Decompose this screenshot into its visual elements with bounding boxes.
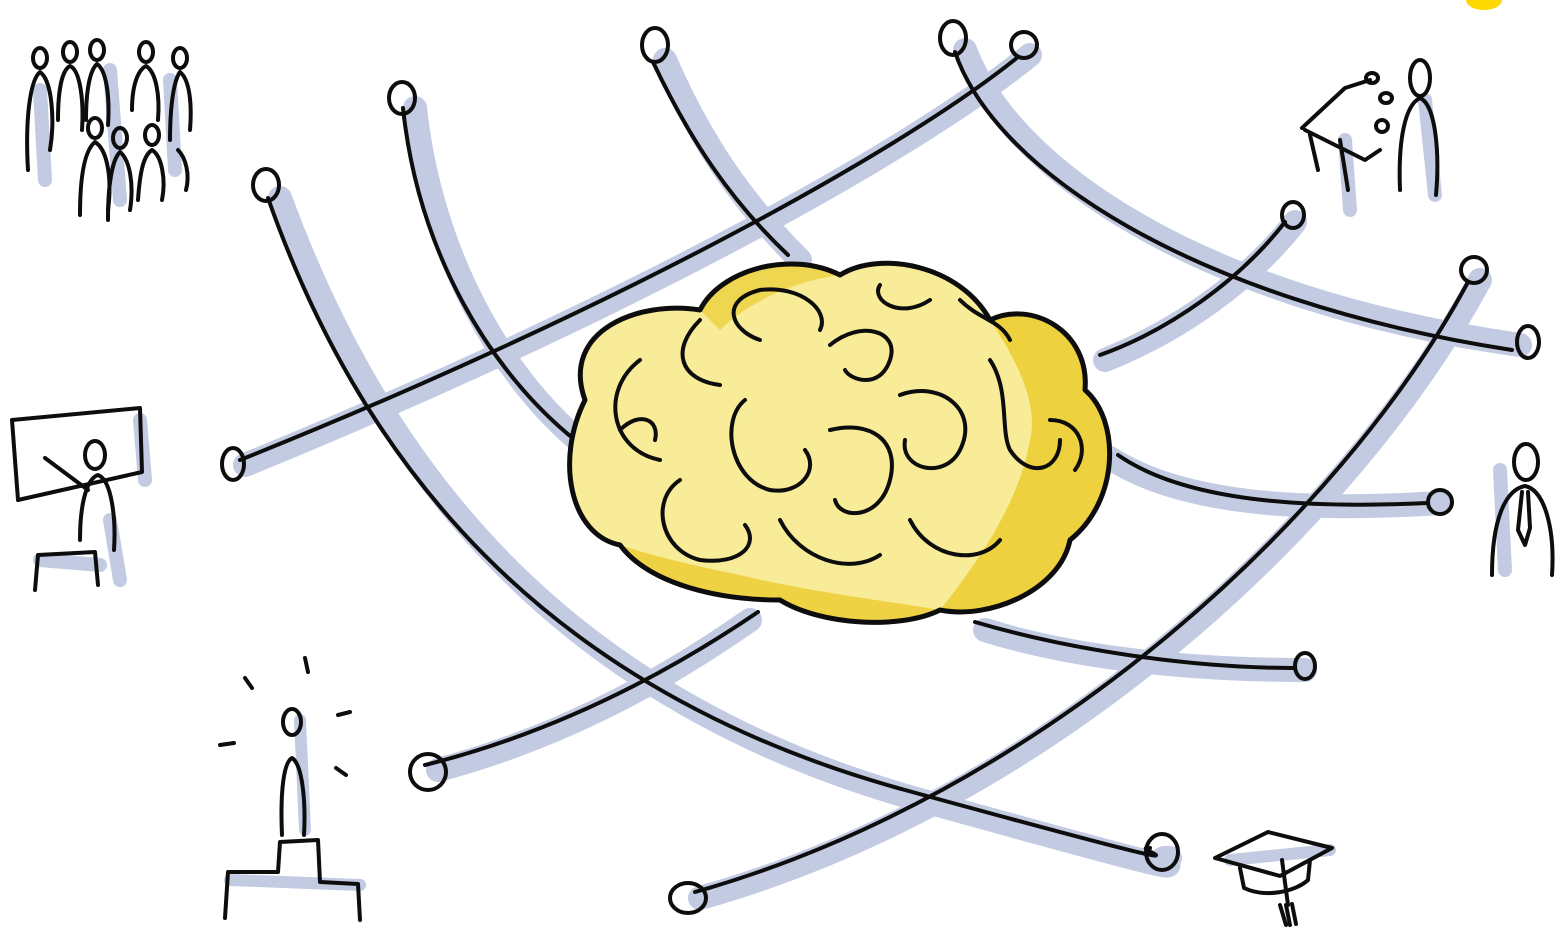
brain-icon: [570, 263, 1110, 622]
speaker-at-lectern-icon: [1302, 60, 1437, 210]
accent-dot-icon: [1466, 0, 1502, 10]
graduation-cap-icon: [1215, 832, 1332, 925]
node-loop: [940, 21, 966, 55]
winner-on-podium-icon: [220, 658, 360, 920]
businessman-icon: [1492, 444, 1553, 575]
crowd-icon: [27, 40, 191, 220]
presenter-at-screen-icon: [12, 408, 145, 590]
node-loop: [253, 169, 279, 201]
